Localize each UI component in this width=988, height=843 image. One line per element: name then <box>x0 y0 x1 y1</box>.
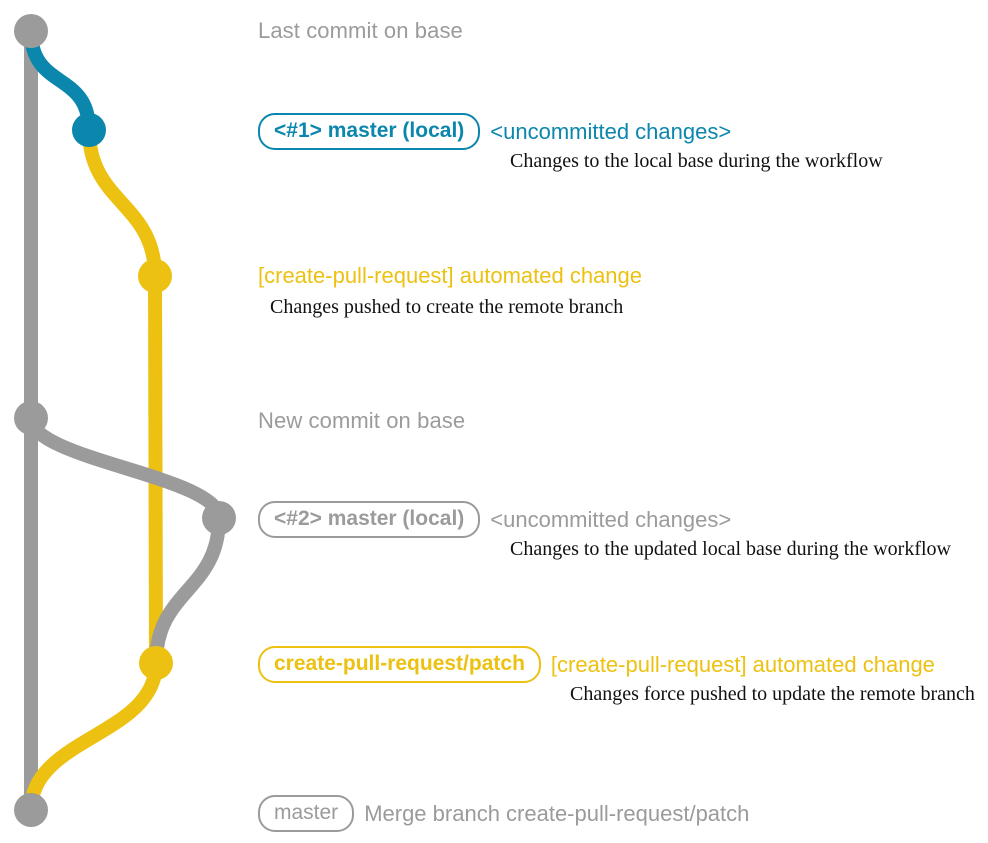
edge-auto1-to-auto2 <box>148 275 163 664</box>
pill-master-local-2[interactable]: <#2> master (local) <box>258 501 481 539</box>
pill-master-local-1[interactable]: <#1> master (local) <box>258 113 481 151</box>
node-auto-1[interactable] <box>138 259 172 293</box>
subject-base-merge: Merge branch create-pull-request/patch <box>364 800 750 826</box>
node-local-1[interactable] <box>72 113 106 147</box>
row-auto-2: create-pull-request/patch [create-pull-r… <box>258 646 935 684</box>
row-last-commit-on-base: Last commit on base <box>258 18 463 44</box>
node-base-merge[interactable] <box>14 793 48 827</box>
edge-local1-to-auto1 <box>82 129 162 277</box>
node-base-last[interactable] <box>14 14 48 48</box>
pill-create-pull-request-patch[interactable]: create-pull-request/patch <box>258 646 541 684</box>
description-local-1: Changes to the local base during the wor… <box>510 150 883 172</box>
description-auto-1: Changes pushed to create the remote bran… <box>270 296 624 318</box>
row-auto-1: [create-pull-request] automated change <box>258 263 642 289</box>
node-local-2[interactable] <box>202 501 236 535</box>
row-base-merge: master Merge branch create-pull-request/… <box>258 795 750 833</box>
description-local-2: Changes to the updated local base during… <box>510 538 951 560</box>
edge-auto2-to-merge <box>24 662 163 811</box>
subject-local-2: <uncommitted changes> <box>490 506 732 532</box>
heading-new-commit-on-base: New commit on base <box>258 408 466 433</box>
row-local-2: <#2> master (local) <uncommitted changes… <box>258 501 732 539</box>
description-auto-2: Changes force pushed to update the remot… <box>570 683 975 705</box>
subject-local-1: <uncommitted changes> <box>490 118 732 144</box>
edge-basenew-to-local2 <box>24 416 226 520</box>
heading-last-commit-on-base: Last commit on base <box>258 18 463 43</box>
edge-base-to-local1 <box>24 30 96 131</box>
subject-auto-2: [create-pull-request] automated change <box>550 651 935 677</box>
edge-local2-to-auto2 <box>149 517 226 664</box>
subject-auto-1: [create-pull-request] automated change <box>258 263 643 288</box>
node-base-new[interactable] <box>14 401 48 435</box>
node-auto-2[interactable] <box>139 646 173 680</box>
pill-master[interactable]: master <box>258 795 355 833</box>
row-new-commit-on-base: New commit on base <box>258 408 465 434</box>
row-local-1: <#1> master (local) <uncommitted changes… <box>258 113 732 151</box>
